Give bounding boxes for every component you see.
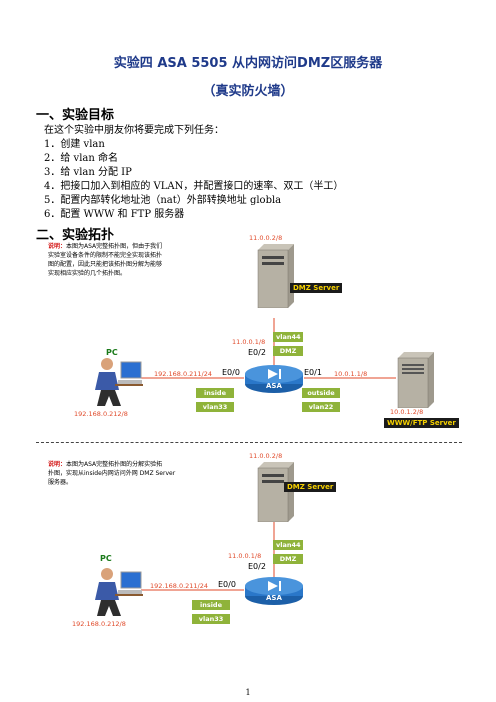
www-server-icon — [397, 352, 434, 408]
dmz-server-label: DMZ Server — [290, 283, 343, 293]
diagram1-note: 说明：本图为ASA完整拓扑图，但由于我们 实验室设备条件的限制不能完全实现该拓扑… — [48, 242, 208, 278]
dmz-gateway-ip: 11.0.0.1/8 — [232, 338, 266, 346]
pc-user-icon — [95, 358, 143, 406]
task-item: 2．给 vlan 命名 — [44, 153, 118, 164]
outside-ip: 10.0.1.1/8 — [334, 370, 368, 378]
vlan22-tag: vlan22 — [302, 402, 340, 412]
note-line: 本图为ASA完整拓扑图的分解实验拓 — [66, 461, 163, 468]
page-title: 实验四 ASA 5505 从内网访问DMZ区服务器 — [113, 56, 383, 71]
www-server-label: WWW/FTP Server — [384, 418, 459, 428]
task-item: 6．配置 WWW 和 FTP 服务器 — [44, 209, 185, 220]
section-goals-body: 在这个实验中朋友你将要完成下列任务： 1．创建 vlan 2．给 vlan 命名… — [44, 124, 343, 222]
diagram2-note: 说明：本图为ASA完整拓扑图的分解实验拓 扑图，实现从inside内网访问外网 … — [48, 460, 208, 487]
outside-tag: outside — [302, 388, 340, 398]
section-heading-goals: 一、实验目标 — [36, 108, 115, 123]
asa-firewall-icon — [245, 365, 303, 393]
inside-ip: 192.168.0.211/24 — [150, 582, 209, 590]
note-line: 扑图，实现从inside内网访问外网 DMZ Server — [48, 470, 176, 477]
pc-label: PC — [106, 348, 118, 357]
note-line: 实验室设备条件的限制不能完全实现该拓扑 — [48, 252, 163, 259]
interface-e00: E0/0 — [218, 580, 236, 589]
dmz-tag: DMZ — [273, 554, 303, 564]
interface-e02: E0/2 — [248, 348, 266, 357]
interface-e01: E0/1 — [304, 368, 322, 377]
interface-e00: E0/0 — [222, 368, 240, 377]
dmz-gateway-ip: 11.0.0.1/8 — [228, 552, 262, 560]
dmz-tag: DMZ — [273, 346, 303, 356]
page-number: 1 — [245, 688, 251, 697]
asa-label: ASA — [266, 382, 282, 390]
note-line: 服务器。 — [48, 479, 73, 486]
note-line: 实现相应实验的几个拓扑图。 — [48, 270, 127, 277]
inside-tag: inside — [192, 600, 230, 610]
note-line: 图的配置，因此只能把该拓扑图分解为能够 — [48, 261, 163, 268]
task-item: 3．给 vlan 分配 IP — [44, 167, 132, 178]
note-line: 本图为ASA完整拓扑图，但由于我们 — [66, 243, 163, 250]
vlan33-tag: vlan33 — [192, 614, 230, 624]
vlan33-tag: vlan33 — [196, 402, 234, 412]
dmz-server-ip: 11.0.0.2/8 — [249, 452, 283, 460]
goals-intro: 在这个实验中朋友你将要完成下列任务： — [44, 125, 224, 136]
vlan44-tag: vlan44 — [273, 540, 303, 550]
dmz-server-ip: 11.0.0.2/8 — [249, 234, 283, 242]
page-subtitle: （真实防火墙） — [202, 84, 294, 99]
www-server-ip: 10.0.1.2/8 — [390, 408, 424, 416]
dmz-server-label: DMZ Server — [284, 482, 337, 492]
inside-tag: inside — [196, 388, 234, 398]
vlan44-tag: vlan44 — [273, 332, 303, 342]
section-heading-topology: 二、实验拓扑 — [36, 228, 115, 243]
asa-label: ASA — [266, 594, 282, 602]
diagram1-lines — [141, 318, 396, 379]
task-item: 5．配置内部转化地址池（nat）外部转换地址 globla — [44, 195, 282, 206]
diagram-divider — [36, 442, 462, 443]
topology-diagram-dmz: 说明：本图为ASA完整拓扑图的分解实验拓 扑图，实现从inside内网访问外网 … — [36, 450, 462, 645]
pc-ip: 192.168.0.212/8 — [74, 410, 128, 418]
pc-ip: 192.168.0.212/8 — [72, 620, 126, 628]
asa-firewall-icon — [245, 577, 303, 605]
inside-ip: 192.168.0.211/24 — [154, 370, 213, 378]
pc-label: PC — [100, 554, 112, 563]
interface-e02: E0/2 — [248, 562, 266, 571]
task-item: 1．创建 vlan — [44, 139, 105, 150]
task-item: 4．把接口加入到相应的 VLAN，并配置接口的速率、双工（半工） — [44, 181, 344, 192]
dmz-server-icon — [257, 462, 294, 522]
dmz-server-icon — [257, 244, 294, 308]
note-prefix: 说明： — [48, 461, 67, 468]
topology-diagram-full: 说明：本图为ASA完整拓扑图，但由于我们 实验室设备条件的限制不能完全实现该拓扑… — [36, 234, 462, 438]
pc-user-icon — [95, 568, 143, 616]
note-prefix: 说明： — [48, 243, 67, 250]
